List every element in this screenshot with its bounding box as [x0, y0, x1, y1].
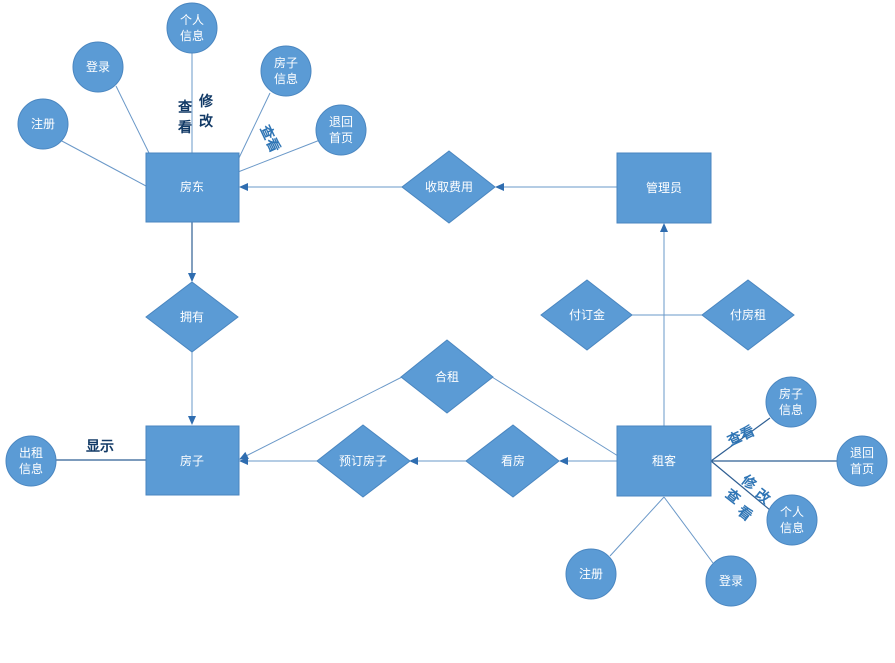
relationship-own[interactable]: 拥有 [145, 281, 239, 353]
attr-landlord-house-info[interactable]: 房子 信息 [260, 45, 312, 97]
attr-landlord-profile-line2: 信息 [180, 28, 204, 43]
label-landlord-view-1: 查 [178, 99, 193, 116]
attr-tenant-profile[interactable]: 个人 信息 [766, 494, 818, 546]
edge-tenant-house-info [710, 417, 771, 462]
edge-tenant-profile [710, 460, 771, 511]
label-tenant-view-1: 查 [722, 485, 744, 508]
label-tenant-modify-2: 改 [752, 485, 774, 508]
label-display: 显示 [86, 439, 114, 455]
entity-tenant[interactable]: 租客 [616, 425, 712, 497]
label-landlord-house-view: 查看 [256, 123, 283, 156]
attr-landlord-profile[interactable]: 个人 信息 [166, 2, 218, 54]
attr-tenant-home-line1: 退回 [850, 446, 874, 460]
label-landlord-modify-1: 修 [198, 93, 214, 110]
relationship-pay-rent[interactable]: 付房租 [701, 279, 795, 351]
attr-tenant-house-info[interactable]: 房子 信息 [765, 376, 817, 428]
connectors [56, 52, 838, 564]
attr-landlord-home-line2: 首页 [329, 131, 353, 145]
attr-landlord-house-info-line1: 房子 [274, 55, 298, 70]
relationship-view-house-label: 看房 [501, 453, 525, 468]
relationship-book-house[interactable]: 预订房子 [316, 424, 411, 498]
attr-landlord-house-info-line2: 信息 [274, 71, 298, 86]
relationship-book-house-label: 预订房子 [339, 453, 387, 468]
relationship-view-house[interactable]: 看房 [465, 424, 560, 498]
attr-landlord-home[interactable]: 退回 首页 [315, 104, 367, 156]
entity-house-label: 房子 [180, 453, 204, 468]
attr-tenant-login-label: 登录 [719, 573, 743, 588]
entity-admin-label: 管理员 [646, 180, 682, 195]
attr-landlord-profile-line1: 个人 [180, 13, 204, 27]
entity-tenant-label: 租客 [652, 453, 676, 468]
edge-tenant-login [663, 496, 714, 564]
entity-admin[interactable]: 管理员 [616, 152, 712, 224]
relationship-own-label: 拥有 [180, 310, 204, 324]
relationship-lease-label: 合租 [435, 369, 459, 384]
attr-tenant-home[interactable]: 退回 首页 [836, 435, 888, 487]
entity-house[interactable]: 房子 [145, 425, 240, 496]
label-landlord-modify-2: 改 [199, 113, 214, 130]
label-tenant-modify-1: 修 [737, 471, 760, 494]
attr-landlord-login-label: 登录 [86, 59, 110, 74]
label-tenant-view-2: 看 [733, 502, 755, 525]
edge-lease-tenant [491, 376, 619, 457]
relationship-lease[interactable]: 合租 [400, 339, 494, 414]
edge-tenant-register [609, 496, 665, 557]
edge-landlord-home [237, 139, 321, 173]
attr-landlord-register-label: 注册 [31, 116, 55, 131]
edge-landlord-login [115, 85, 151, 156]
attr-tenant-home-line2: 首页 [850, 462, 874, 476]
attr-tenant-house-info-line1: 房子 [779, 386, 803, 401]
attr-tenant-register-label: 注册 [579, 566, 603, 581]
relationship-collect-fee[interactable]: 收取费用 [401, 150, 496, 224]
attr-rental-info-line2: 信息 [19, 461, 43, 476]
edge-landlord-register [59, 139, 147, 187]
attr-tenant-register[interactable]: 注册 [565, 548, 617, 600]
relationship-pay-deposit-label: 付订金 [569, 307, 605, 322]
edge-landlord-house-info [237, 92, 271, 161]
attr-rental-info[interactable]: 出租 信息 [5, 435, 57, 487]
label-tenant-house-view: 查看 [725, 422, 758, 449]
attr-tenant-login[interactable]: 登录 [705, 555, 757, 607]
attr-rental-info-line1: 出租 [19, 446, 43, 460]
attr-landlord-home-line1: 退回 [329, 115, 353, 129]
entity-landlord-label: 房东 [180, 179, 204, 194]
relationship-pay-rent-label: 付房租 [730, 307, 766, 322]
entity-landlord[interactable]: 房东 [145, 152, 240, 223]
relationship-pay-deposit[interactable]: 付订金 [540, 279, 633, 351]
edge-lease-house [239, 376, 403, 460]
attr-landlord-register[interactable]: 注册 [17, 98, 69, 150]
attr-landlord-login[interactable]: 登录 [72, 41, 124, 93]
label-landlord-view-2: 看 [177, 119, 192, 136]
relationship-collect-fee-label: 收取费用 [425, 180, 473, 194]
attr-tenant-profile-line2: 信息 [780, 520, 804, 535]
attr-tenant-house-info-line2: 信息 [779, 402, 803, 417]
attr-tenant-profile-line1: 个人 [780, 505, 804, 519]
